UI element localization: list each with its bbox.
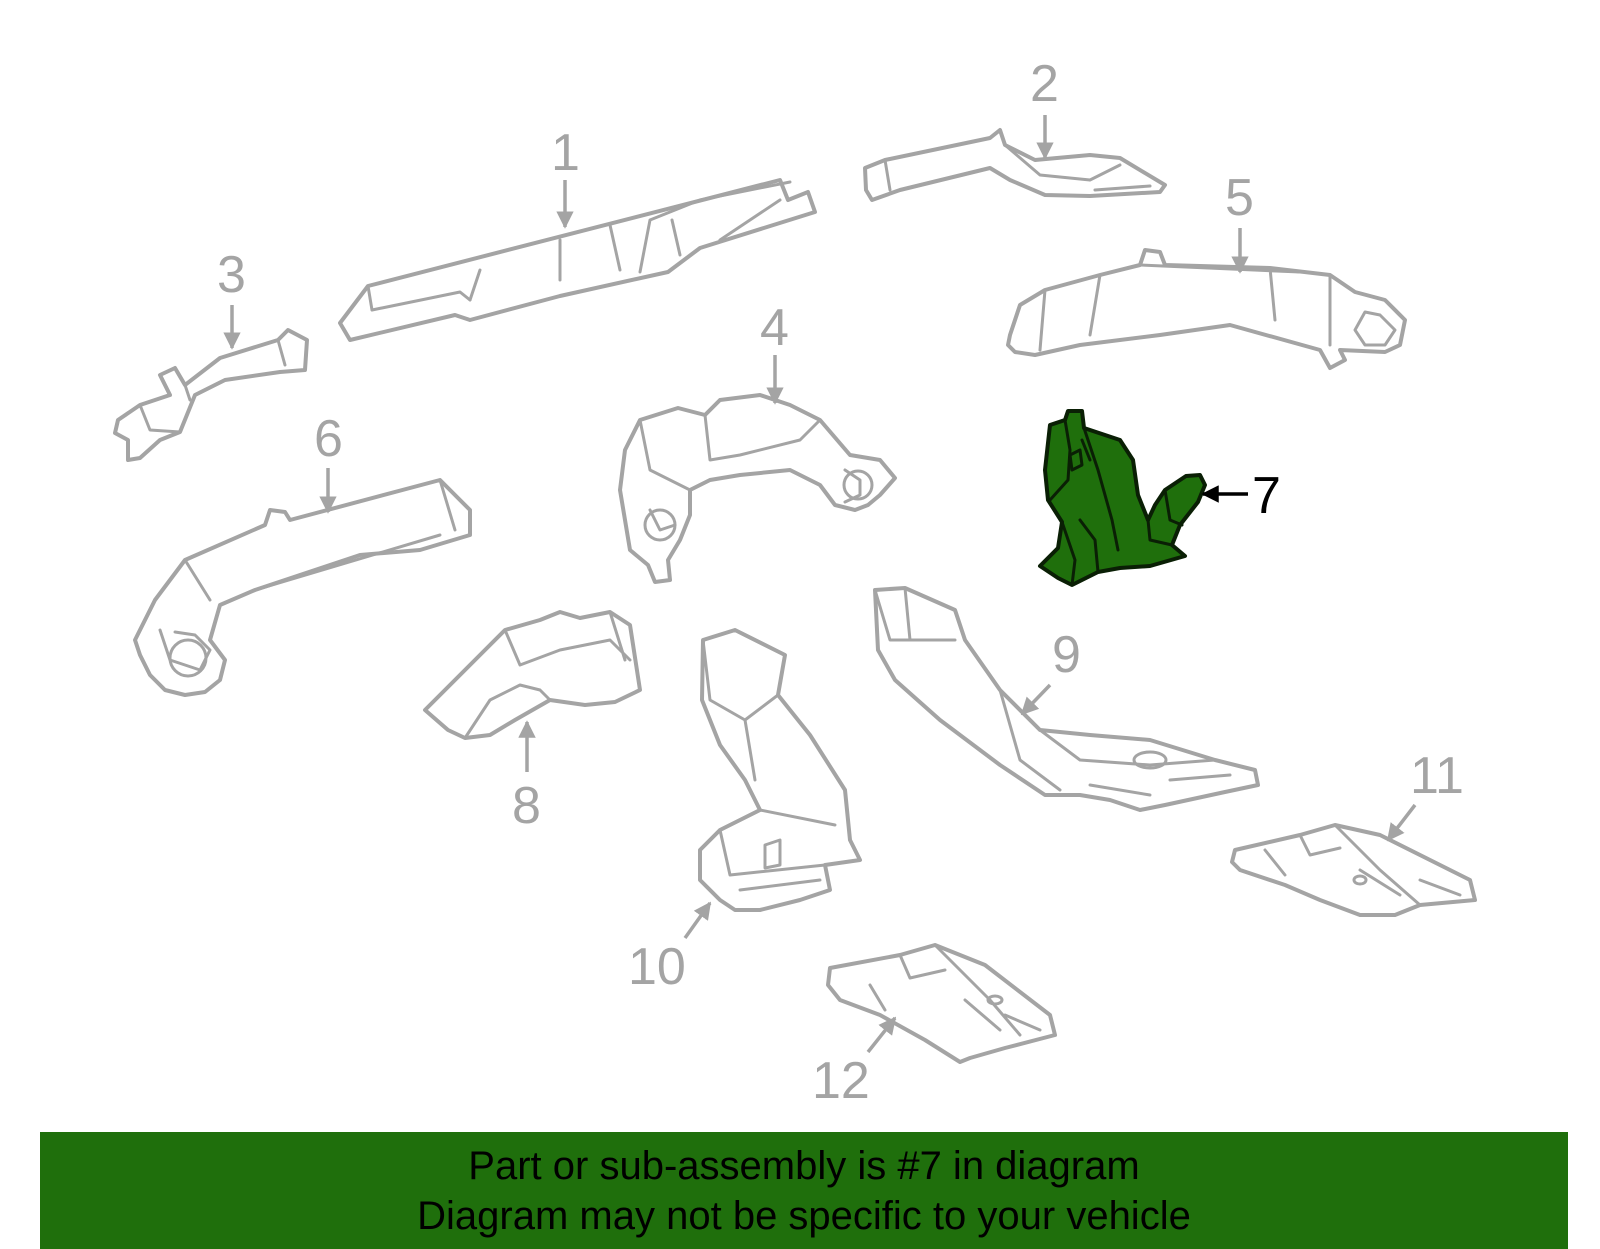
part-5-duct[interactable] [1006,248,1407,370]
part-11-bracket[interactable] [1230,823,1477,917]
callout-10: 10 [628,938,686,996]
part-4-duct[interactable] [618,393,897,584]
callout-7: 7 [1252,467,1281,525]
callout-6: 6 [314,410,343,468]
banner-line-1: Part or sub-assembly is #7 in diagram [468,1143,1140,1188]
callout-labels: 1 2 3 4 5 6 7 8 9 10 11 12 [217,55,1464,1110]
callout-4: 4 [760,299,789,357]
callout-5: 5 [1225,169,1254,227]
parts-diagram: 1 2 3 4 5 6 7 8 9 10 11 12 [113,55,1477,1110]
part-7-duct-highlighted[interactable] [1038,409,1207,587]
callout-2: 2 [1030,55,1059,113]
banner-line-2: Diagram may not be specific to your vehi… [417,1193,1191,1238]
callout-leaders [223,115,1417,1054]
part-9-duct[interactable] [873,586,1260,812]
callout-8: 8 [512,777,541,835]
part-10-duct[interactable] [698,628,862,912]
info-banner: Part or sub-assembly is #7 in diagram Di… [40,1132,1568,1249]
callout-11: 11 [1410,747,1464,805]
part-1-duct[interactable] [338,178,817,342]
part-6-duct[interactable] [133,478,472,697]
callout-1: 1 [551,124,580,182]
part-12-bracket[interactable] [826,943,1057,1064]
part-2-duct[interactable] [863,128,1167,202]
callout-3: 3 [217,246,246,304]
callout-9: 9 [1052,626,1081,684]
callout-12: 12 [812,1052,870,1110]
part-8-duct[interactable] [423,610,642,740]
part-3-duct[interactable] [113,328,309,462]
